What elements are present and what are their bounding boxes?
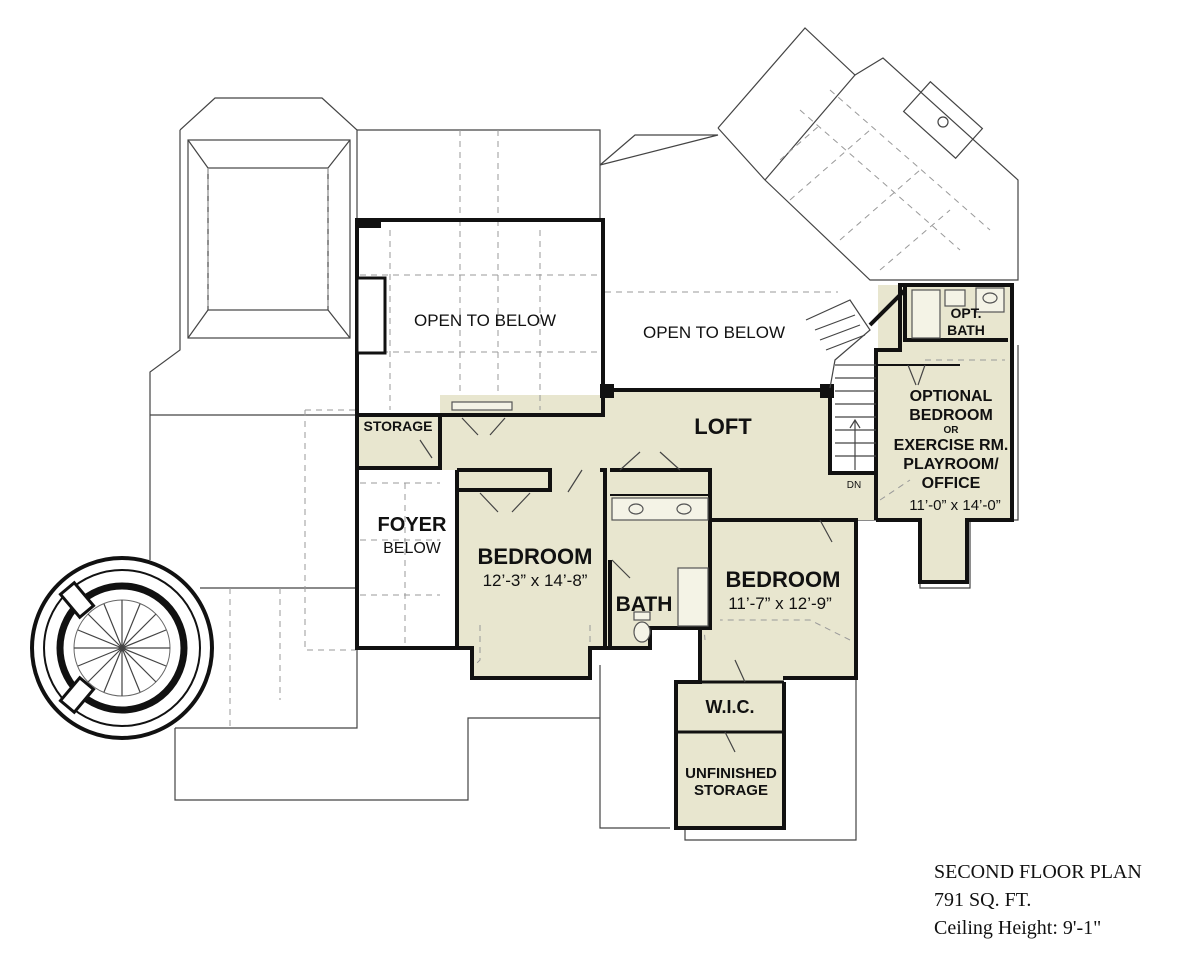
opt-bath-label-2: BATH bbox=[947, 322, 985, 338]
plan-title: SECOND FLOOR PLAN bbox=[934, 861, 1142, 883]
round-tower bbox=[30, 556, 214, 740]
bedroom1-label: BEDROOM bbox=[478, 544, 593, 569]
room-labels: OPEN TO BELOW OPEN TO BELOW STORAGE LOFT… bbox=[364, 305, 1009, 799]
bedroom2-label: BEDROOM bbox=[726, 567, 841, 592]
bedroom1-size: 12’-3” x 14’-8” bbox=[483, 571, 588, 590]
wic-label: W.I.C. bbox=[706, 697, 755, 717]
foyer-below-label: BELOW bbox=[383, 540, 442, 557]
storage-label: STORAGE bbox=[364, 418, 433, 434]
plan-ceiling-height: Ceiling Height: 9'-1" bbox=[934, 917, 1102, 939]
stairs bbox=[805, 299, 876, 470]
open-to-below-right-label: OPEN TO BELOW bbox=[643, 323, 785, 342]
optional-bedroom-size: 11’-0” x 14’-0” bbox=[909, 497, 1000, 514]
opt-bath-label-1: OPT. bbox=[950, 305, 981, 321]
unfinished-storage-label-2: STORAGE bbox=[694, 782, 768, 799]
plan-caption: SECOND FLOOR PLAN 791 SQ. FT. Ceiling He… bbox=[934, 858, 1142, 942]
optional-bedroom-label-6: OFFICE bbox=[922, 475, 981, 492]
fixtures bbox=[419, 287, 1005, 753]
optional-bedroom-label-1: OPTIONAL bbox=[910, 388, 993, 405]
plan-area: 791 SQ. FT. bbox=[934, 889, 1032, 911]
open-to-below-left-label: OPEN TO BELOW bbox=[414, 311, 556, 330]
roof-outline bbox=[149, 27, 1019, 841]
walls bbox=[355, 218, 1014, 830]
hidden-lines bbox=[360, 230, 1005, 666]
optional-bedroom-label-3: OR bbox=[944, 425, 960, 436]
unfinished-storage-label-1: UNFINISHED bbox=[685, 765, 777, 782]
optional-bedroom-label-5: PLAYROOM/ bbox=[903, 456, 999, 473]
optional-bedroom-label-4: EXERCISE RM. bbox=[894, 437, 1009, 454]
loft-label: LOFT bbox=[694, 414, 752, 439]
foyer-label: FOYER bbox=[378, 514, 447, 536]
optional-bedroom-label-2: BEDROOM bbox=[909, 407, 993, 424]
bedroom2-size: 11’-7” x 12’-9” bbox=[728, 594, 832, 613]
stair-down-label: DN bbox=[847, 480, 861, 491]
room-fills bbox=[357, 285, 1012, 828]
bath-label: BATH bbox=[616, 593, 673, 616]
